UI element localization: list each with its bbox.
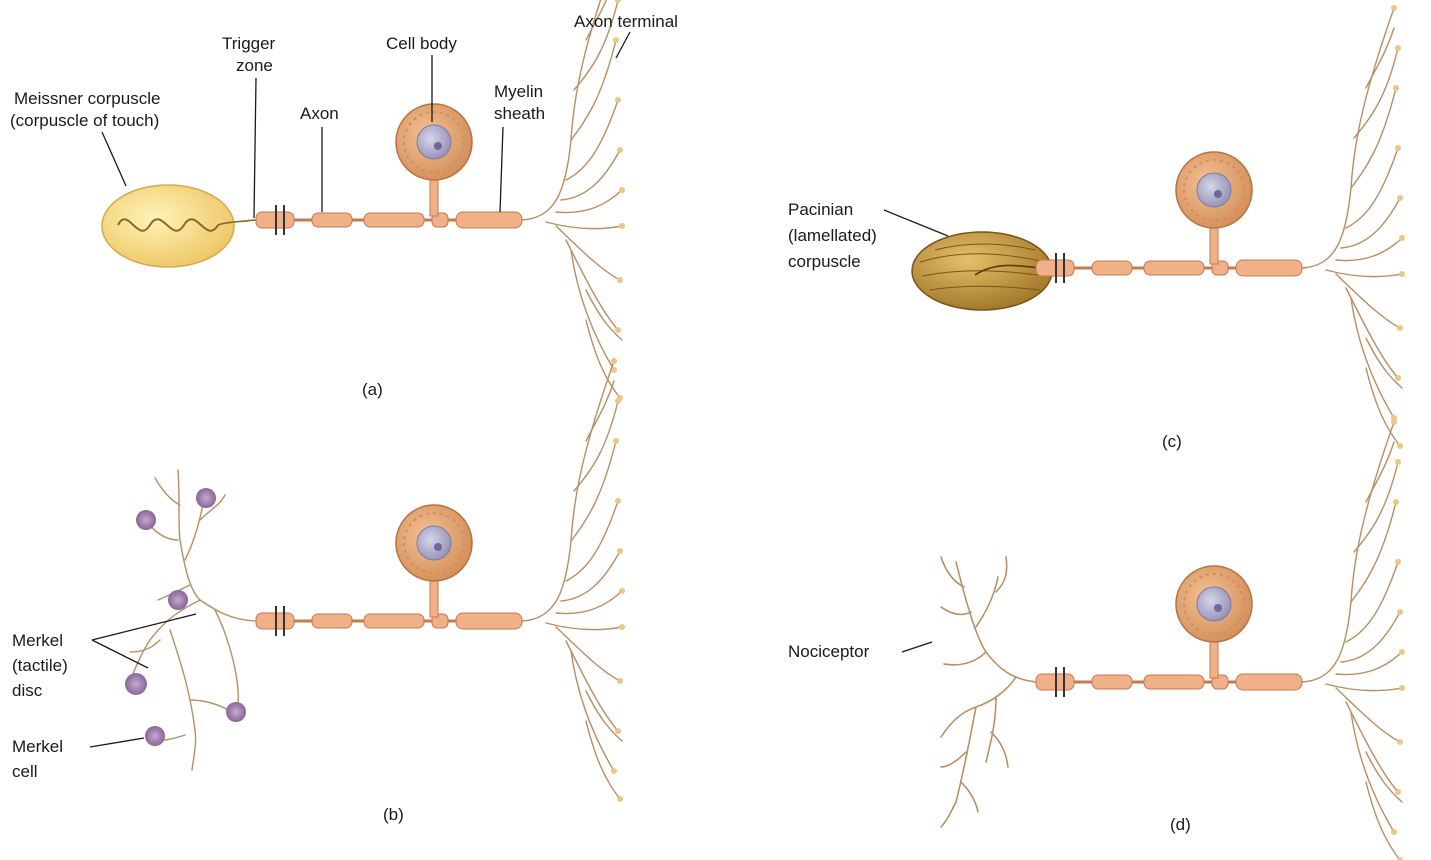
label-pacinian-1: Pacinian — [788, 200, 853, 219]
labels: Axon terminal Trigger zone Cell body Mei… — [10, 12, 1191, 834]
label-trigger-zone-2: zone — [236, 56, 273, 75]
label-trigger-zone-1: Trigger — [222, 34, 276, 53]
panel-b — [125, 358, 625, 802]
panel-c — [912, 5, 1405, 449]
panel-label-a: (a) — [362, 380, 383, 399]
merkel-cell — [125, 673, 147, 695]
merkel-cell — [226, 702, 246, 722]
label-nociceptor: Nociceptor — [788, 642, 870, 661]
label-pacinian-2: (lamellated) — [788, 226, 877, 245]
panel-label-c: (c) — [1162, 432, 1182, 451]
label-meissner-2: (corpuscle of touch) — [10, 111, 159, 130]
panel-label-b: (b) — [383, 805, 404, 824]
label-myelin-2: sheath — [494, 104, 545, 123]
panel-label-d: (d) — [1170, 815, 1191, 834]
merkel-cell — [168, 590, 188, 610]
label-myelin-1: Myelin — [494, 82, 543, 101]
panel-a — [102, 0, 625, 401]
label-cell-body: Cell body — [386, 34, 457, 53]
label-merkel-disc-3: disc — [12, 681, 43, 700]
label-merkel-disc-2: (tactile) — [12, 656, 68, 675]
label-meissner-1: Meissner corpuscle — [14, 89, 160, 108]
label-axon-terminal: Axon terminal — [574, 12, 678, 31]
merkel-cell — [196, 488, 216, 508]
label-merkel-cell-2: cell — [12, 762, 38, 781]
panel-d — [941, 419, 1405, 860]
label-axon: Axon — [300, 104, 339, 123]
label-merkel-disc-1: Merkel — [12, 631, 63, 650]
label-pacinian-3: corpuscle — [788, 252, 861, 271]
merkel-cell — [136, 510, 156, 530]
merkel-cell — [145, 726, 165, 746]
label-merkel-cell-1: Merkel — [12, 737, 63, 756]
